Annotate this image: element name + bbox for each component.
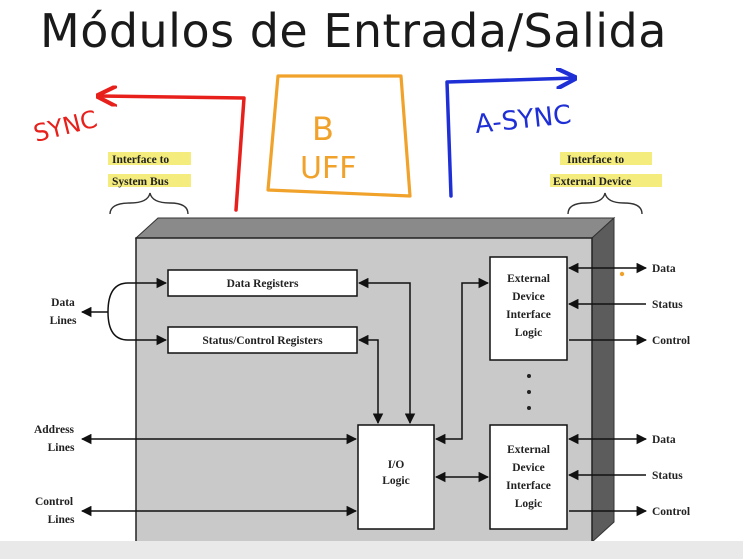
svg-text:Interface to: Interface to (112, 154, 169, 166)
svg-text:Interface: Interface (506, 480, 551, 492)
address-lines-label: Address Lines (34, 424, 75, 454)
svg-text:Data Registers: Data Registers (227, 278, 299, 290)
data-registers-box: Data Registers (167, 269, 358, 297)
status-control-registers-box: Status/Control Registers (167, 326, 358, 354)
svg-text:B: B (312, 110, 334, 148)
external-device-logic-top: External Device Interface Logic (489, 256, 568, 361)
svg-text:UFF: UFF (300, 151, 356, 186)
svg-text:Address: Address (34, 424, 75, 436)
right-labels-top: Data Status Control (652, 263, 690, 347)
svg-text:System Bus: System Bus (112, 176, 169, 188)
slide-title: Módulos de Entrada/Salida (40, 4, 667, 58)
control-lines-label: Control Lines (35, 496, 75, 526)
svg-text:Interface: Interface (506, 309, 551, 321)
external-device-logic-bottom: External Device Interface Logic (489, 424, 568, 530)
connectors (80, 262, 648, 517)
svg-text:Logic: Logic (515, 327, 542, 339)
svg-text:Control: Control (35, 496, 73, 508)
svg-text:Control: Control (652, 506, 690, 518)
svg-text:Logic: Logic (515, 498, 542, 510)
svg-text:Status: Status (652, 470, 683, 482)
svg-text:Data: Data (652, 434, 676, 446)
data-lines-label: Data Lines (50, 297, 77, 327)
interface-system-bus-label: Interface to System Bus (108, 152, 191, 215)
svg-text:Status: Status (652, 299, 683, 311)
svg-text:I/O: I/O (388, 459, 405, 471)
brace-left (109, 192, 189, 215)
svg-text:SYNC: SYNC (31, 105, 100, 148)
interface-external-device-label: Interface to External Device (550, 152, 662, 215)
svg-text:Lines: Lines (50, 315, 77, 327)
svg-text:Lines: Lines (48, 514, 75, 526)
right-labels-bottom: Data Status Control (652, 434, 690, 518)
buff-annotation: B UFF (266, 74, 412, 198)
svg-text:External: External (507, 444, 550, 456)
bottom-bar (0, 541, 743, 559)
svg-text:Data: Data (51, 297, 75, 309)
svg-text:External Device: External Device (553, 176, 631, 188)
io-logic-box: I/O Logic (357, 424, 435, 530)
svg-text:Control: Control (652, 335, 690, 347)
svg-text:Device: Device (512, 462, 545, 474)
svg-text:Data: Data (652, 263, 676, 275)
brace-right (567, 192, 643, 215)
svg-text:Status/Control Registers: Status/Control Registers (202, 335, 323, 347)
svg-text:A-SYNC: A-SYNC (474, 100, 573, 140)
svg-text:Device: Device (512, 291, 545, 303)
svg-text:Interface to: Interface to (567, 154, 624, 166)
svg-text:Logic: Logic (382, 475, 409, 487)
svg-text:Lines: Lines (48, 442, 75, 454)
ellipsis-dots (527, 374, 531, 410)
svg-text:External: External (507, 273, 550, 285)
annotation-dot (619, 271, 625, 277)
